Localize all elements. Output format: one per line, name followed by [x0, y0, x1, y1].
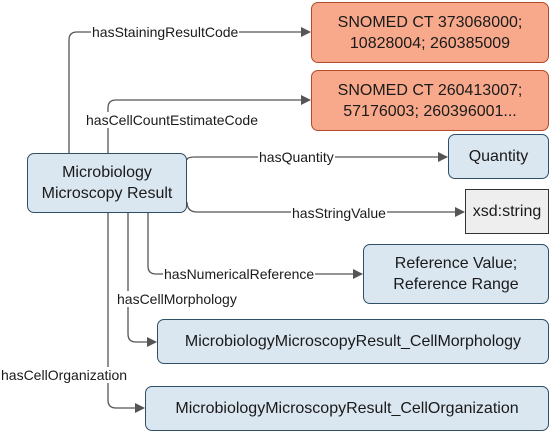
quantity-node: Quantity	[448, 134, 549, 179]
edge-has-cell-count-estimate-code	[107, 95, 311, 153]
has-cell-organization-label: hasCellOrganization	[0, 367, 129, 383]
edge-has-cell-organization	[107, 213, 145, 413]
staining-result-code-node: SNOMED CT 373068000; 10828004; 260385009	[311, 2, 549, 63]
has-staining-result-code-label: hasStainingResultCode	[91, 24, 240, 40]
edge-has-string-value	[186, 201, 465, 217]
has-string-value-label: hasStringValue	[291, 205, 387, 221]
cell-morphology-node: MicrobiologyMicroscopyResult_CellMorphol…	[157, 319, 549, 364]
has-numerical-reference-label: hasNumericalReference	[163, 266, 316, 282]
has-cell-morphology-label: hasCellMorphology	[116, 291, 238, 307]
edge-has-cell-morphology	[127, 213, 157, 347]
cell-count-estimate-code-node: SNOMED CT 260413007; 57176003; 260396001…	[311, 70, 549, 131]
has-quantity-label: hasQuantity	[258, 149, 335, 165]
edge-has-numerical-reference	[147, 213, 363, 279]
microbiology-microscopy-result-node: Microbiology Microscopy Result	[27, 153, 187, 213]
reference-value-node: Reference Value; Reference Range	[363, 244, 549, 304]
xsd-string-node: xsd:string	[465, 189, 549, 234]
edge-has-quantity	[186, 152, 448, 162]
has-cell-count-estimate-code-label: hasCellCountEstimateCode	[85, 112, 259, 128]
edge-has-staining-result-code	[68, 27, 311, 153]
cell-organization-node: MicrobiologyMicroscopyResult_CellOrganiz…	[145, 386, 549, 431]
